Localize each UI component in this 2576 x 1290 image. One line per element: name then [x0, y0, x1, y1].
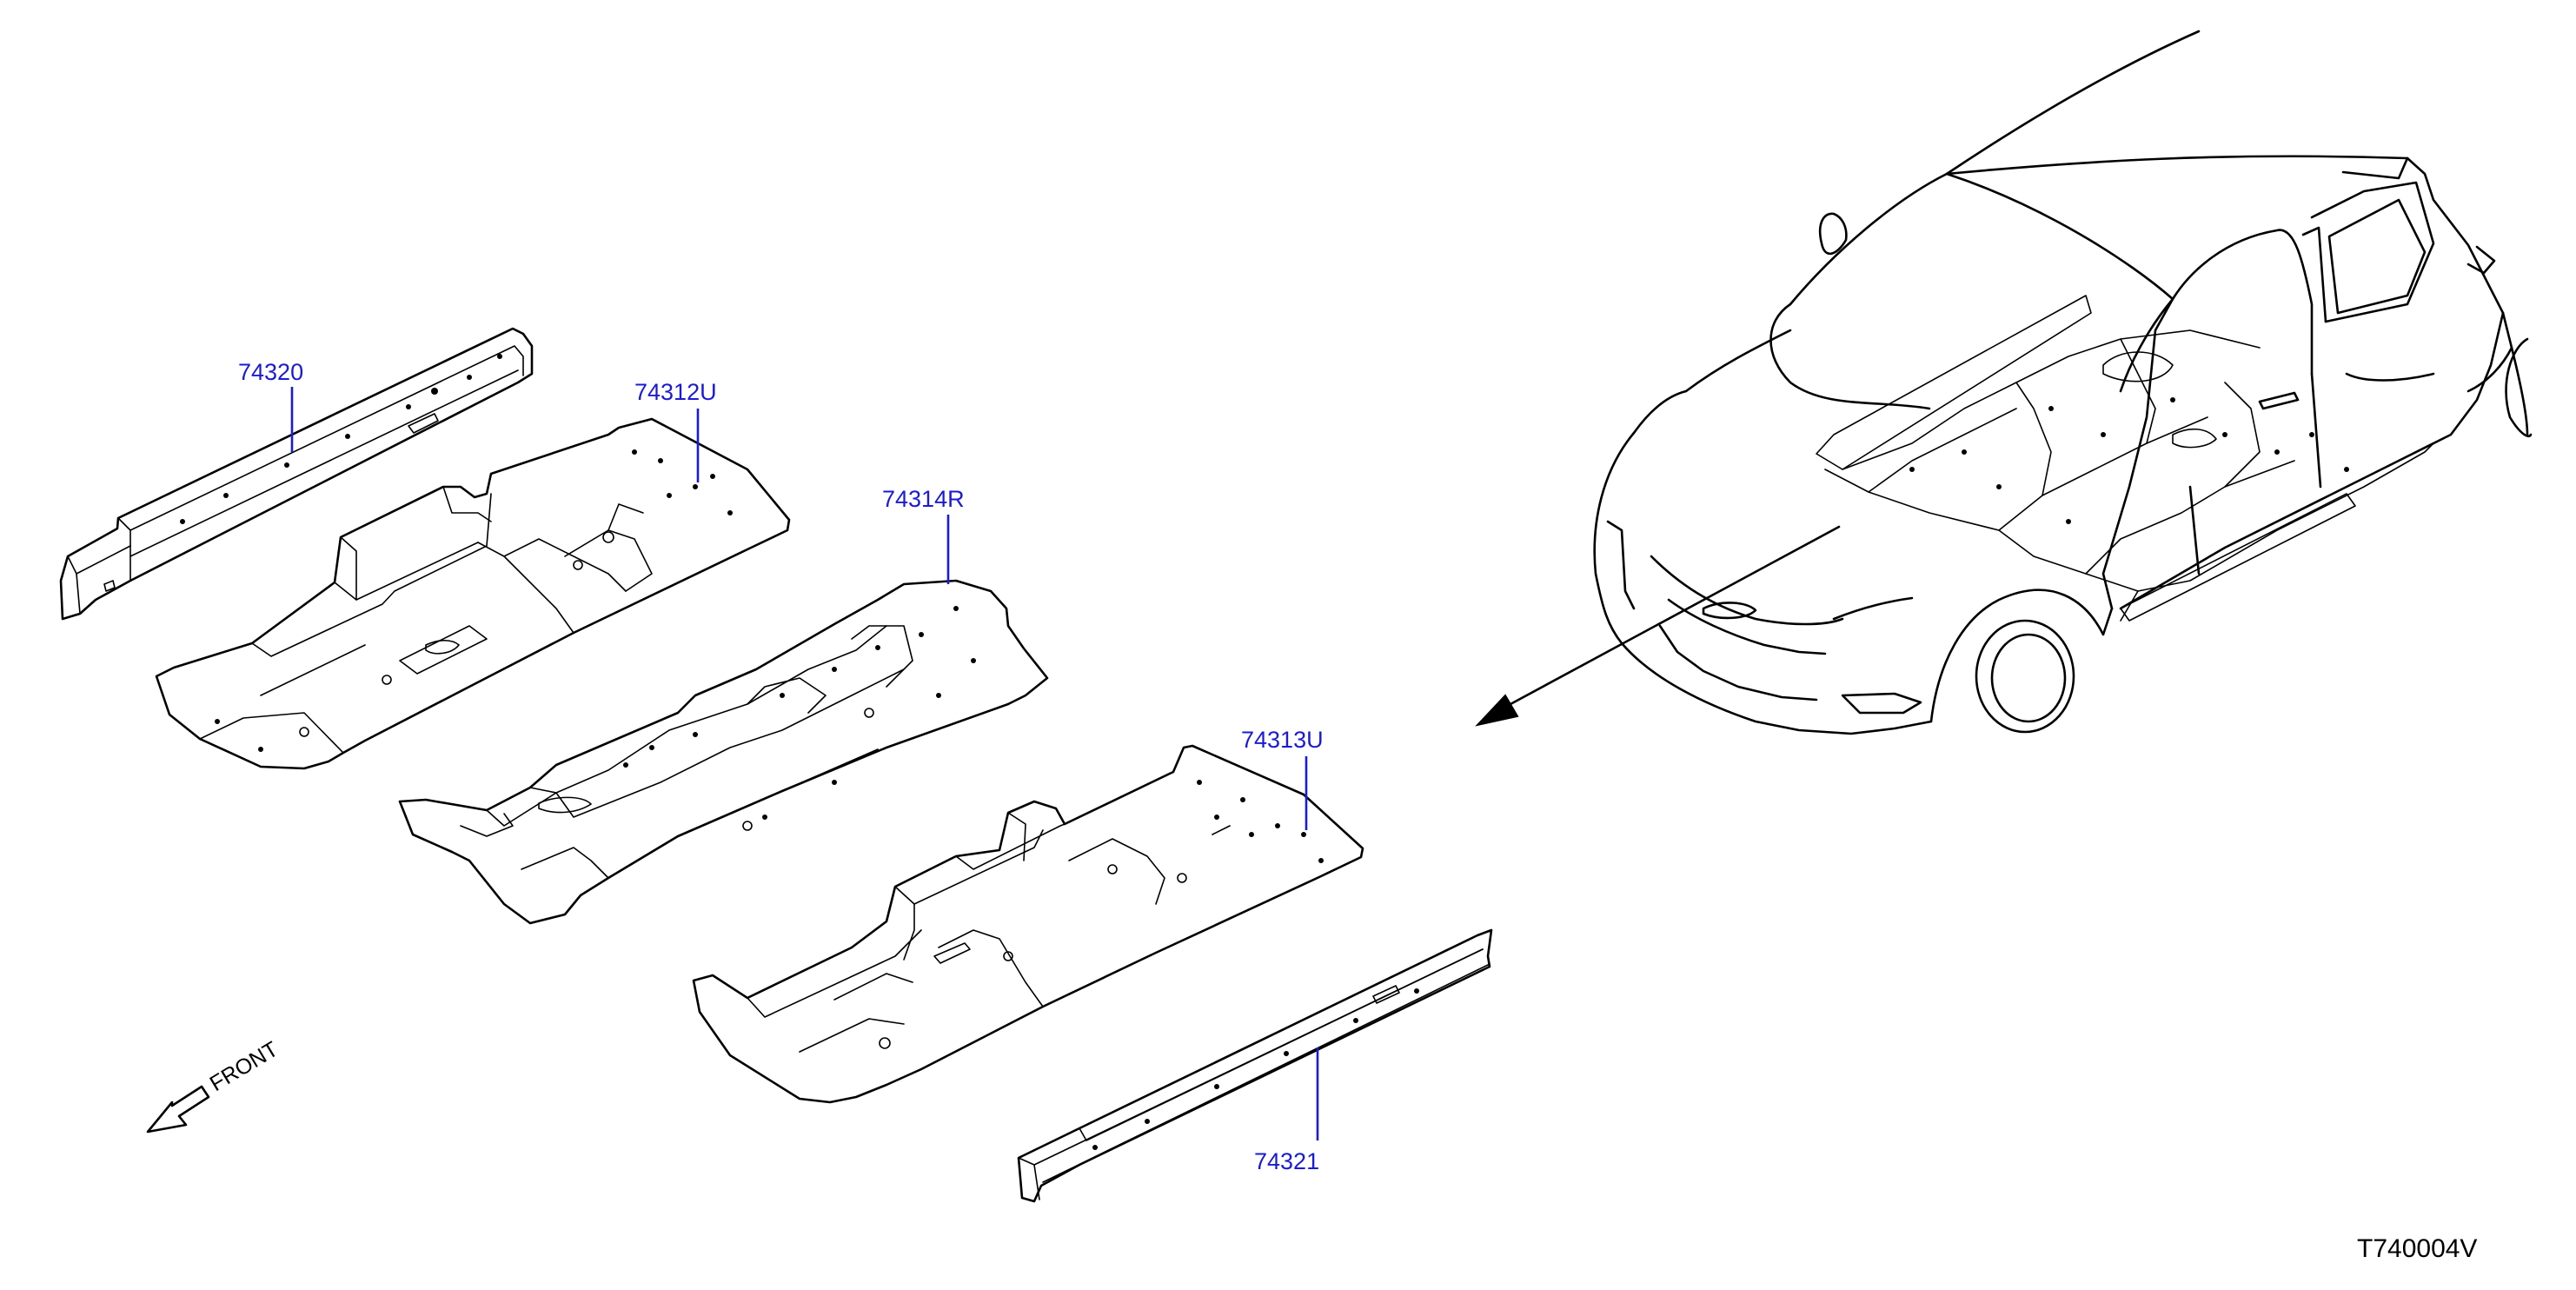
part-74313U-floor-panel[interactable]: [692, 744, 1364, 1104]
part-label-74312U: 74312U: [634, 379, 717, 405]
part-label-74314R: 74314R: [882, 486, 965, 512]
part-74312U-front-floor[interactable]: [155, 417, 791, 770]
direction-arrow-icon: [1475, 525, 1841, 727]
front-arrow-icon: [146, 1085, 210, 1134]
part-label-74313U: 74313U: [1241, 727, 1324, 753]
part-74321-sill[interactable]: [1017, 928, 1493, 1203]
front-label: FRONT: [206, 1037, 282, 1096]
diagram-code: T740004V: [2357, 1234, 2477, 1263]
part-74320-sill[interactable]: [59, 327, 534, 621]
part-label-74321: 74321: [1254, 1148, 1319, 1174]
part-label-74320: 74320: [238, 359, 303, 385]
part-74314R-center-floor[interactable]: [398, 579, 1049, 925]
vehicle-outline: [1593, 30, 2533, 735]
